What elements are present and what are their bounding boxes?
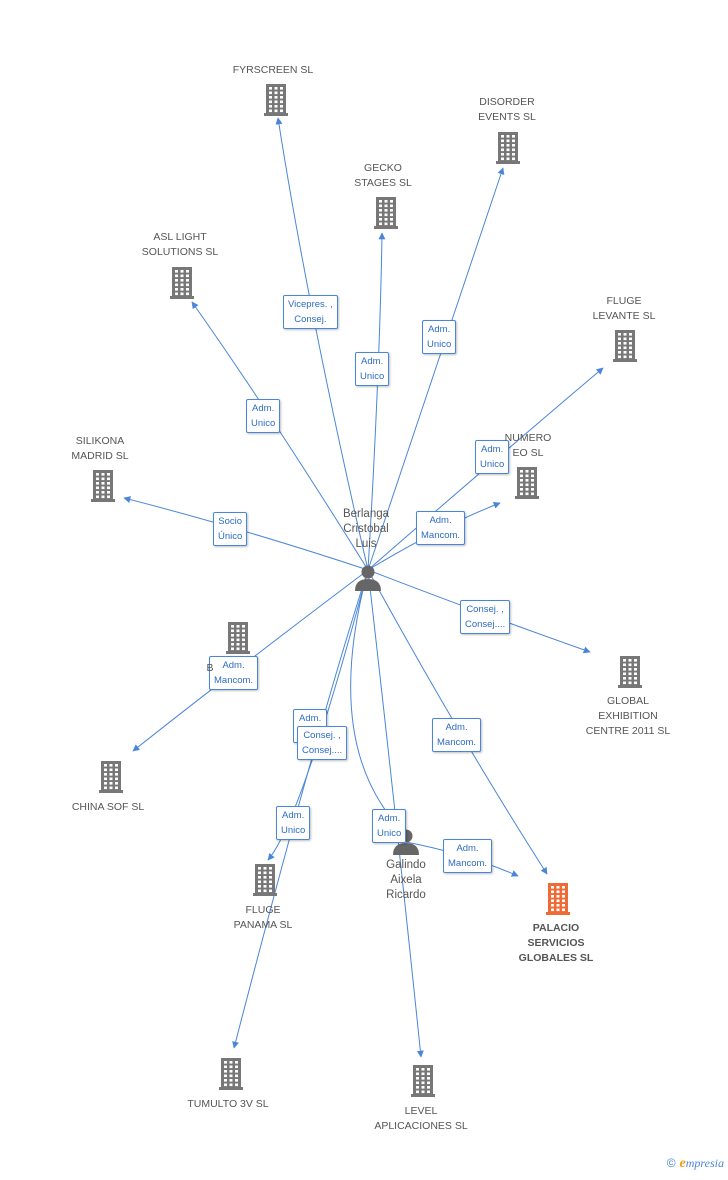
- building-icon-tumulto[interactable]: [219, 1058, 243, 1090]
- building-icon-disorder[interactable]: [496, 132, 520, 164]
- building-icon-asl[interactable]: [170, 267, 194, 299]
- company-label-numero[interactable]: NUMERO EO SL: [504, 432, 552, 459]
- edge-label-palacio[interactable]: Adm. Mancom.: [432, 718, 482, 752]
- building-icon-level[interactable]: [411, 1065, 435, 1097]
- edge-berlanga-galindo: [350, 569, 399, 827]
- building-icon-palacio[interactable]: [546, 883, 570, 915]
- building-icon-numero[interactable]: [515, 467, 539, 499]
- edge-label-asl[interactable]: Adm. Unico: [246, 399, 281, 433]
- edge-berlanga-tumulto: [232, 569, 369, 1049]
- company-label-gecko[interactable]: GECKO STAGES SL: [354, 162, 412, 189]
- edge-label-china[interactable]: Adm. Mancom.: [209, 656, 259, 690]
- edge-label-global[interactable]: Consej. , Consej....: [460, 600, 511, 634]
- edge-label-galindo[interactable]: Consej. , Consej....: [297, 726, 348, 760]
- company-label-palacio[interactable]: PALACIO SERVICIOS GLOBALES SL: [518, 922, 594, 964]
- company-label-fluge_panama[interactable]: FLUGE PANAMA SL: [233, 904, 293, 931]
- edge-label-silikona[interactable]: Socio Único: [213, 512, 248, 546]
- building-icon-fluge_levante[interactable]: [613, 330, 637, 362]
- company-label-fyrscreen[interactable]: FYRSCREEN SL: [232, 64, 314, 76]
- company-label-fluge_levante[interactable]: FLUGE LEVANTE SL: [592, 295, 656, 322]
- company-label-level[interactable]: LEVEL APLICACIONES SL: [374, 1105, 468, 1132]
- person-icon-berlanga[interactable]: [355, 565, 381, 592]
- edge-label-fluge_levante[interactable]: Adm. Unico: [475, 440, 510, 474]
- edge-label-numero[interactable]: Adm. Mancom.: [416, 511, 466, 545]
- building-icon-fyrscreen[interactable]: [264, 84, 288, 116]
- building-icon-b_company[interactable]: [226, 622, 250, 654]
- edge-label-level[interactable]: Adm. Unico: [372, 809, 407, 843]
- building-icon-silikona[interactable]: [91, 470, 115, 502]
- building-icon-global[interactable]: [618, 656, 642, 688]
- company-label-silikona[interactable]: SILIKONA MADRID SL: [71, 435, 129, 462]
- edge-label-palacio[interactable]: Adm. Mancom.: [443, 839, 493, 873]
- edge-label-fyrscreen[interactable]: Vicepres. , Consej.: [283, 295, 338, 329]
- company-label-disorder[interactable]: DISORDER EVENTS SL: [478, 96, 536, 123]
- building-icon-fluge_panama[interactable]: [253, 864, 277, 896]
- edge-label-disorder[interactable]: Adm. Unico: [422, 320, 457, 354]
- empresia-logo: ©empresia: [666, 1156, 724, 1171]
- company-label-b_company[interactable]: B: [206, 662, 214, 674]
- company-label-tumulto[interactable]: TUMULTO 3V SL: [187, 1098, 269, 1110]
- edge-label-fluge_panama[interactable]: Adm. Unico: [276, 806, 311, 840]
- company-label-global[interactable]: GLOBAL EXHIBITION CENTRE 2011 SL: [585, 695, 671, 737]
- company-label-china[interactable]: CHINA SOF SL: [71, 801, 145, 813]
- building-icon-gecko[interactable]: [374, 197, 398, 229]
- person-label-galindo[interactable]: Galindo Aixela Ricardo: [386, 859, 426, 901]
- company-label-asl[interactable]: ASL LIGHT SOLUTIONS SL: [141, 231, 219, 258]
- person-label-berlanga[interactable]: Berlanga Cristobal Luis: [342, 508, 390, 550]
- building-icon-china[interactable]: [99, 761, 123, 793]
- edge-label-gecko[interactable]: Adm. Unico: [355, 352, 390, 386]
